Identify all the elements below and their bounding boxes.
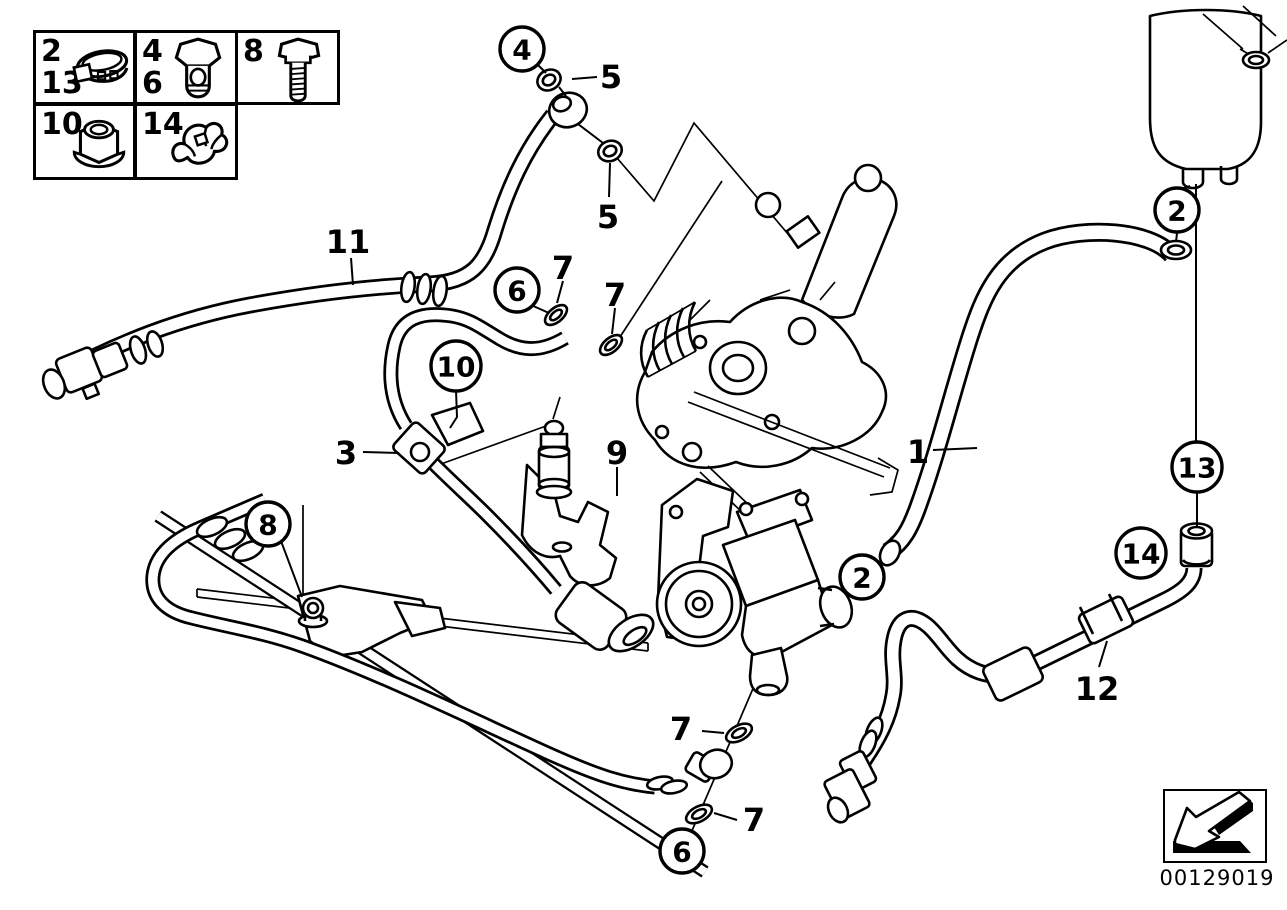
svg-text:1: 1 bbox=[907, 433, 929, 471]
suction-hose-1 bbox=[878, 222, 1193, 567]
callout-14: 14 bbox=[1114, 526, 1168, 580]
legend-cell-clamp: 2 13 bbox=[33, 30, 136, 105]
svg-text:11: 11 bbox=[326, 223, 371, 261]
svg-text:6: 6 bbox=[507, 275, 526, 308]
callout-2-pump: 2 bbox=[838, 553, 886, 601]
callout-11: 11 bbox=[326, 223, 371, 261]
hose-clamp-icon bbox=[72, 49, 129, 84]
callout-5-upper: 5 bbox=[600, 58, 622, 96]
callout-7-a: 7 bbox=[552, 249, 574, 287]
callout-12: 12 bbox=[1075, 670, 1120, 708]
o-ring-5-lower bbox=[596, 139, 624, 163]
svg-text:5: 5 bbox=[597, 198, 619, 236]
svg-text:13: 13 bbox=[1178, 452, 1217, 485]
legend-label: 2 bbox=[41, 34, 62, 69]
callout-8: 8 bbox=[244, 500, 292, 548]
legend-table: 2 13 4 6 8 bbox=[33, 30, 343, 180]
o-ring-7-c bbox=[724, 722, 754, 744]
callout-7-c: 7 bbox=[670, 710, 692, 748]
svg-text:9: 9 bbox=[606, 434, 628, 472]
o-ring-7-a bbox=[543, 303, 569, 327]
o-ring-5-upper bbox=[536, 68, 562, 92]
callout-5-lower: 5 bbox=[597, 198, 619, 236]
legend-label: 8 bbox=[243, 34, 264, 69]
svg-text:5: 5 bbox=[600, 58, 622, 96]
svg-text:2: 2 bbox=[852, 562, 871, 595]
direction-arrow-icon bbox=[1173, 790, 1253, 853]
legend-label: 6 bbox=[142, 66, 163, 101]
legend-label: 14 bbox=[142, 107, 184, 142]
legend-label: 4 bbox=[142, 34, 163, 69]
callout-2-reservoir: 2 bbox=[1153, 186, 1201, 234]
flange-nut-icon bbox=[72, 119, 126, 169]
svg-text:2: 2 bbox=[1167, 195, 1186, 228]
direction-arrow-box bbox=[1163, 789, 1267, 863]
svg-text:4: 4 bbox=[512, 34, 531, 67]
power-steering-pump bbox=[655, 477, 854, 697]
svg-text:7: 7 bbox=[743, 801, 765, 839]
steering-gear bbox=[635, 163, 899, 557]
svg-text:7: 7 bbox=[670, 710, 692, 748]
svg-text:6: 6 bbox=[672, 836, 691, 869]
part-number: 00129019 bbox=[1159, 866, 1275, 890]
svg-text:8: 8 bbox=[258, 509, 277, 542]
legend-cell-clip: 14 bbox=[134, 103, 238, 180]
callout-7-d: 7 bbox=[743, 801, 765, 839]
legend-cell-plug: 4 6 bbox=[134, 30, 238, 105]
callout-1: 1 bbox=[907, 433, 929, 471]
callout-10: 10 bbox=[429, 339, 483, 393]
legend-cell-nut: 10 bbox=[33, 103, 136, 180]
svg-text:12: 12 bbox=[1075, 670, 1120, 708]
svg-text:7: 7 bbox=[552, 249, 574, 287]
legend-cell-bolt: 8 bbox=[235, 30, 340, 105]
callout-13: 13 bbox=[1170, 440, 1224, 494]
callout-3: 3 bbox=[335, 434, 357, 472]
svg-text:7: 7 bbox=[604, 276, 626, 314]
expansion-tank bbox=[1148, 5, 1287, 190]
callout-6-lower: 6 bbox=[658, 827, 706, 875]
o-ring-7-b bbox=[598, 333, 624, 357]
leader-lines bbox=[280, 62, 1198, 821]
sealing-plug-icon bbox=[174, 37, 222, 99]
callout-9: 9 bbox=[606, 434, 628, 472]
callout-7-b: 7 bbox=[604, 276, 626, 314]
hex-bolt-icon bbox=[277, 37, 321, 103]
callout-4: 4 bbox=[498, 25, 546, 73]
svg-text:10: 10 bbox=[437, 351, 476, 384]
part-number-stamp: 00129019 bbox=[1160, 789, 1273, 890]
holder-bracket-8 bbox=[296, 584, 447, 659]
svg-text:3: 3 bbox=[335, 434, 357, 472]
pressure-hose-3 bbox=[145, 307, 734, 795]
svg-text:14: 14 bbox=[1122, 538, 1161, 571]
callout-6-upper: 6 bbox=[493, 266, 541, 314]
o-ring-7-d bbox=[684, 803, 714, 825]
return-hose-12 bbox=[823, 522, 1214, 824]
sensor-bracket-9 bbox=[520, 419, 618, 587]
retaining-clip-icon bbox=[171, 121, 229, 165]
hydraulic-line-11 bbox=[41, 91, 589, 401]
legend-label: 10 bbox=[41, 107, 83, 142]
